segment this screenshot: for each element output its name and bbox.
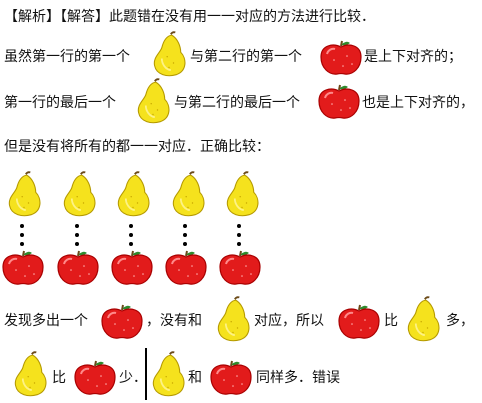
apple-icon [109, 250, 155, 286]
apple-icon [316, 84, 362, 120]
line-3-b: 与第二行的最后一个 [174, 95, 300, 111]
apple-icon [318, 40, 364, 76]
line-1-text: 此题错在没有用一一对应的方法进行比较． [109, 9, 375, 25]
apple-icon [208, 360, 254, 396]
line-5-c: 对应，所以 [254, 313, 324, 329]
line-6-c: 和 [188, 370, 202, 386]
line-5-d: 比 [384, 313, 398, 329]
pear-icon [6, 171, 42, 217]
line-5-b: ，没有和 [146, 313, 202, 329]
line-2-b: 与第二行的第一个 [190, 49, 302, 65]
apple-icon [55, 250, 101, 286]
line-4: 但是没有将所有的都一一对应．正确比较： [4, 139, 270, 155]
line-3-a: 第一行的最后一个 [4, 95, 116, 111]
tag-answer: 【解答】 [60, 9, 109, 25]
divider-line [145, 348, 147, 400]
line-2-a: 虽然第一行的第一个 [4, 49, 130, 65]
pear-icon [215, 296, 251, 342]
line-6-a: 比 [52, 370, 66, 386]
connector-dots [129, 224, 133, 251]
tag-analysis: 【解析】 [4, 9, 60, 25]
apple-icon [336, 304, 382, 340]
pear-icon [135, 78, 171, 124]
pear-icon [115, 171, 151, 217]
pear-icon [12, 351, 48, 397]
apple-icon [0, 250, 46, 286]
connector-dots [20, 224, 24, 251]
pear-icon [150, 351, 186, 397]
pear-icon [151, 31, 187, 77]
pear-icon [224, 171, 260, 217]
connector-dots [75, 224, 79, 251]
line-5-e: 多， [446, 313, 474, 329]
pear-icon [405, 296, 441, 342]
apple-icon [99, 304, 145, 340]
line-2-c: 是上下对齐的； [364, 49, 462, 65]
line-6-b: 少． [119, 370, 147, 386]
apple-icon [72, 360, 118, 396]
line-3-c: 也是上下对齐的， [362, 95, 474, 111]
apple-icon [217, 250, 263, 286]
line-6-d: 同样多．错误 [256, 370, 340, 386]
line-5-a: 发现多出一个 [4, 313, 88, 329]
line-1: 【解析】【解答】此题错在没有用一一对应的方法进行比较． [4, 8, 375, 26]
connector-dots [237, 224, 241, 251]
apple-icon [163, 250, 209, 286]
pear-icon [61, 171, 97, 217]
connector-dots [183, 224, 187, 251]
pear-icon [170, 171, 206, 217]
